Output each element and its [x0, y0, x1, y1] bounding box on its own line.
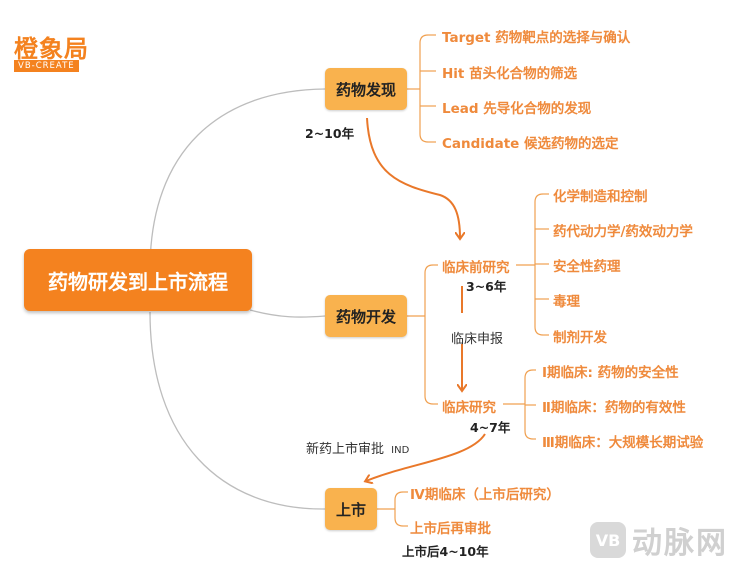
preclinical-item-cmc: 化学制造和控制 — [553, 189, 648, 205]
stage-discovery: 药物发现 — [325, 68, 407, 110]
market-duration: 上市后4~10年 — [402, 544, 489, 559]
discovery-item-lead: Lead 先导化合物的发现 — [442, 101, 592, 117]
arrow-clinical-to-market — [366, 433, 486, 481]
clinical-bracket — [503, 369, 536, 440]
connector-root-development — [249, 309, 326, 318]
connector-root-discovery — [149, 88, 326, 271]
clinical-application-label: 临床申报 — [451, 332, 504, 347]
market-item-phase4: Ⅳ期临床（上市后研究） — [410, 487, 560, 503]
preclinical-duration: 3~6年 — [466, 279, 507, 294]
brand-logo-subtitle: VB-CREATE — [14, 60, 79, 72]
preclinical-item-formulation: 制剂开发 — [553, 330, 607, 346]
discovery-item-target: Target 药物靶点的选择与确认 — [442, 30, 631, 46]
clinical-label: 临床研究 — [442, 400, 496, 416]
watermark-badge: VB — [590, 522, 626, 558]
preclinical-label: 临床前研究 — [442, 260, 510, 276]
discovery-item-hit: Hit 苗头化合物的筛选 — [442, 66, 578, 82]
discovery-bracket — [407, 34, 436, 143]
clinical-item-phase3: Ⅲ期临床：大规模长期试验 — [542, 435, 704, 451]
arrow-discovery-to-preclinical — [366, 117, 460, 238]
root-node: 药物研发到上市流程 — [24, 249, 252, 311]
stage-development: 药物开发 — [325, 295, 407, 337]
clinical-item-phase2: Ⅱ期临床：药物的有效性 — [542, 400, 686, 416]
approval-note: 新药上市审批 IND — [306, 438, 409, 457]
discovery-duration: 2~10年 — [305, 126, 355, 141]
clinical-item-phase1: Ⅰ期临床: 药物的安全性 — [542, 365, 679, 381]
watermark: VB 动脉网 — [590, 518, 728, 562]
approval-note-main: 新药上市审批 — [306, 442, 385, 457]
approval-note-suffix: IND — [391, 445, 410, 456]
stage-market: 上市 — [325, 488, 377, 530]
brand-logo-title: 橙象局 — [14, 34, 89, 63]
preclinical-item-safety: 安全性药理 — [553, 259, 621, 275]
discovery-item-candidate: Candidate 候选药物的选定 — [442, 136, 619, 152]
connector-root-market — [149, 311, 326, 510]
watermark-text: 动脉网 — [632, 526, 728, 561]
clinical-duration: 4~7年 — [470, 420, 511, 435]
development-bracket — [407, 264, 438, 405]
market-bracket — [375, 491, 408, 527]
preclinical-bracket — [516, 193, 549, 336]
preclinical-item-toxicology: 毒理 — [553, 294, 580, 310]
market-item-reapproval: 上市后再审批 — [410, 521, 491, 537]
preclinical-item-pkpd: 药代动力学/药效动力学 — [553, 224, 693, 240]
